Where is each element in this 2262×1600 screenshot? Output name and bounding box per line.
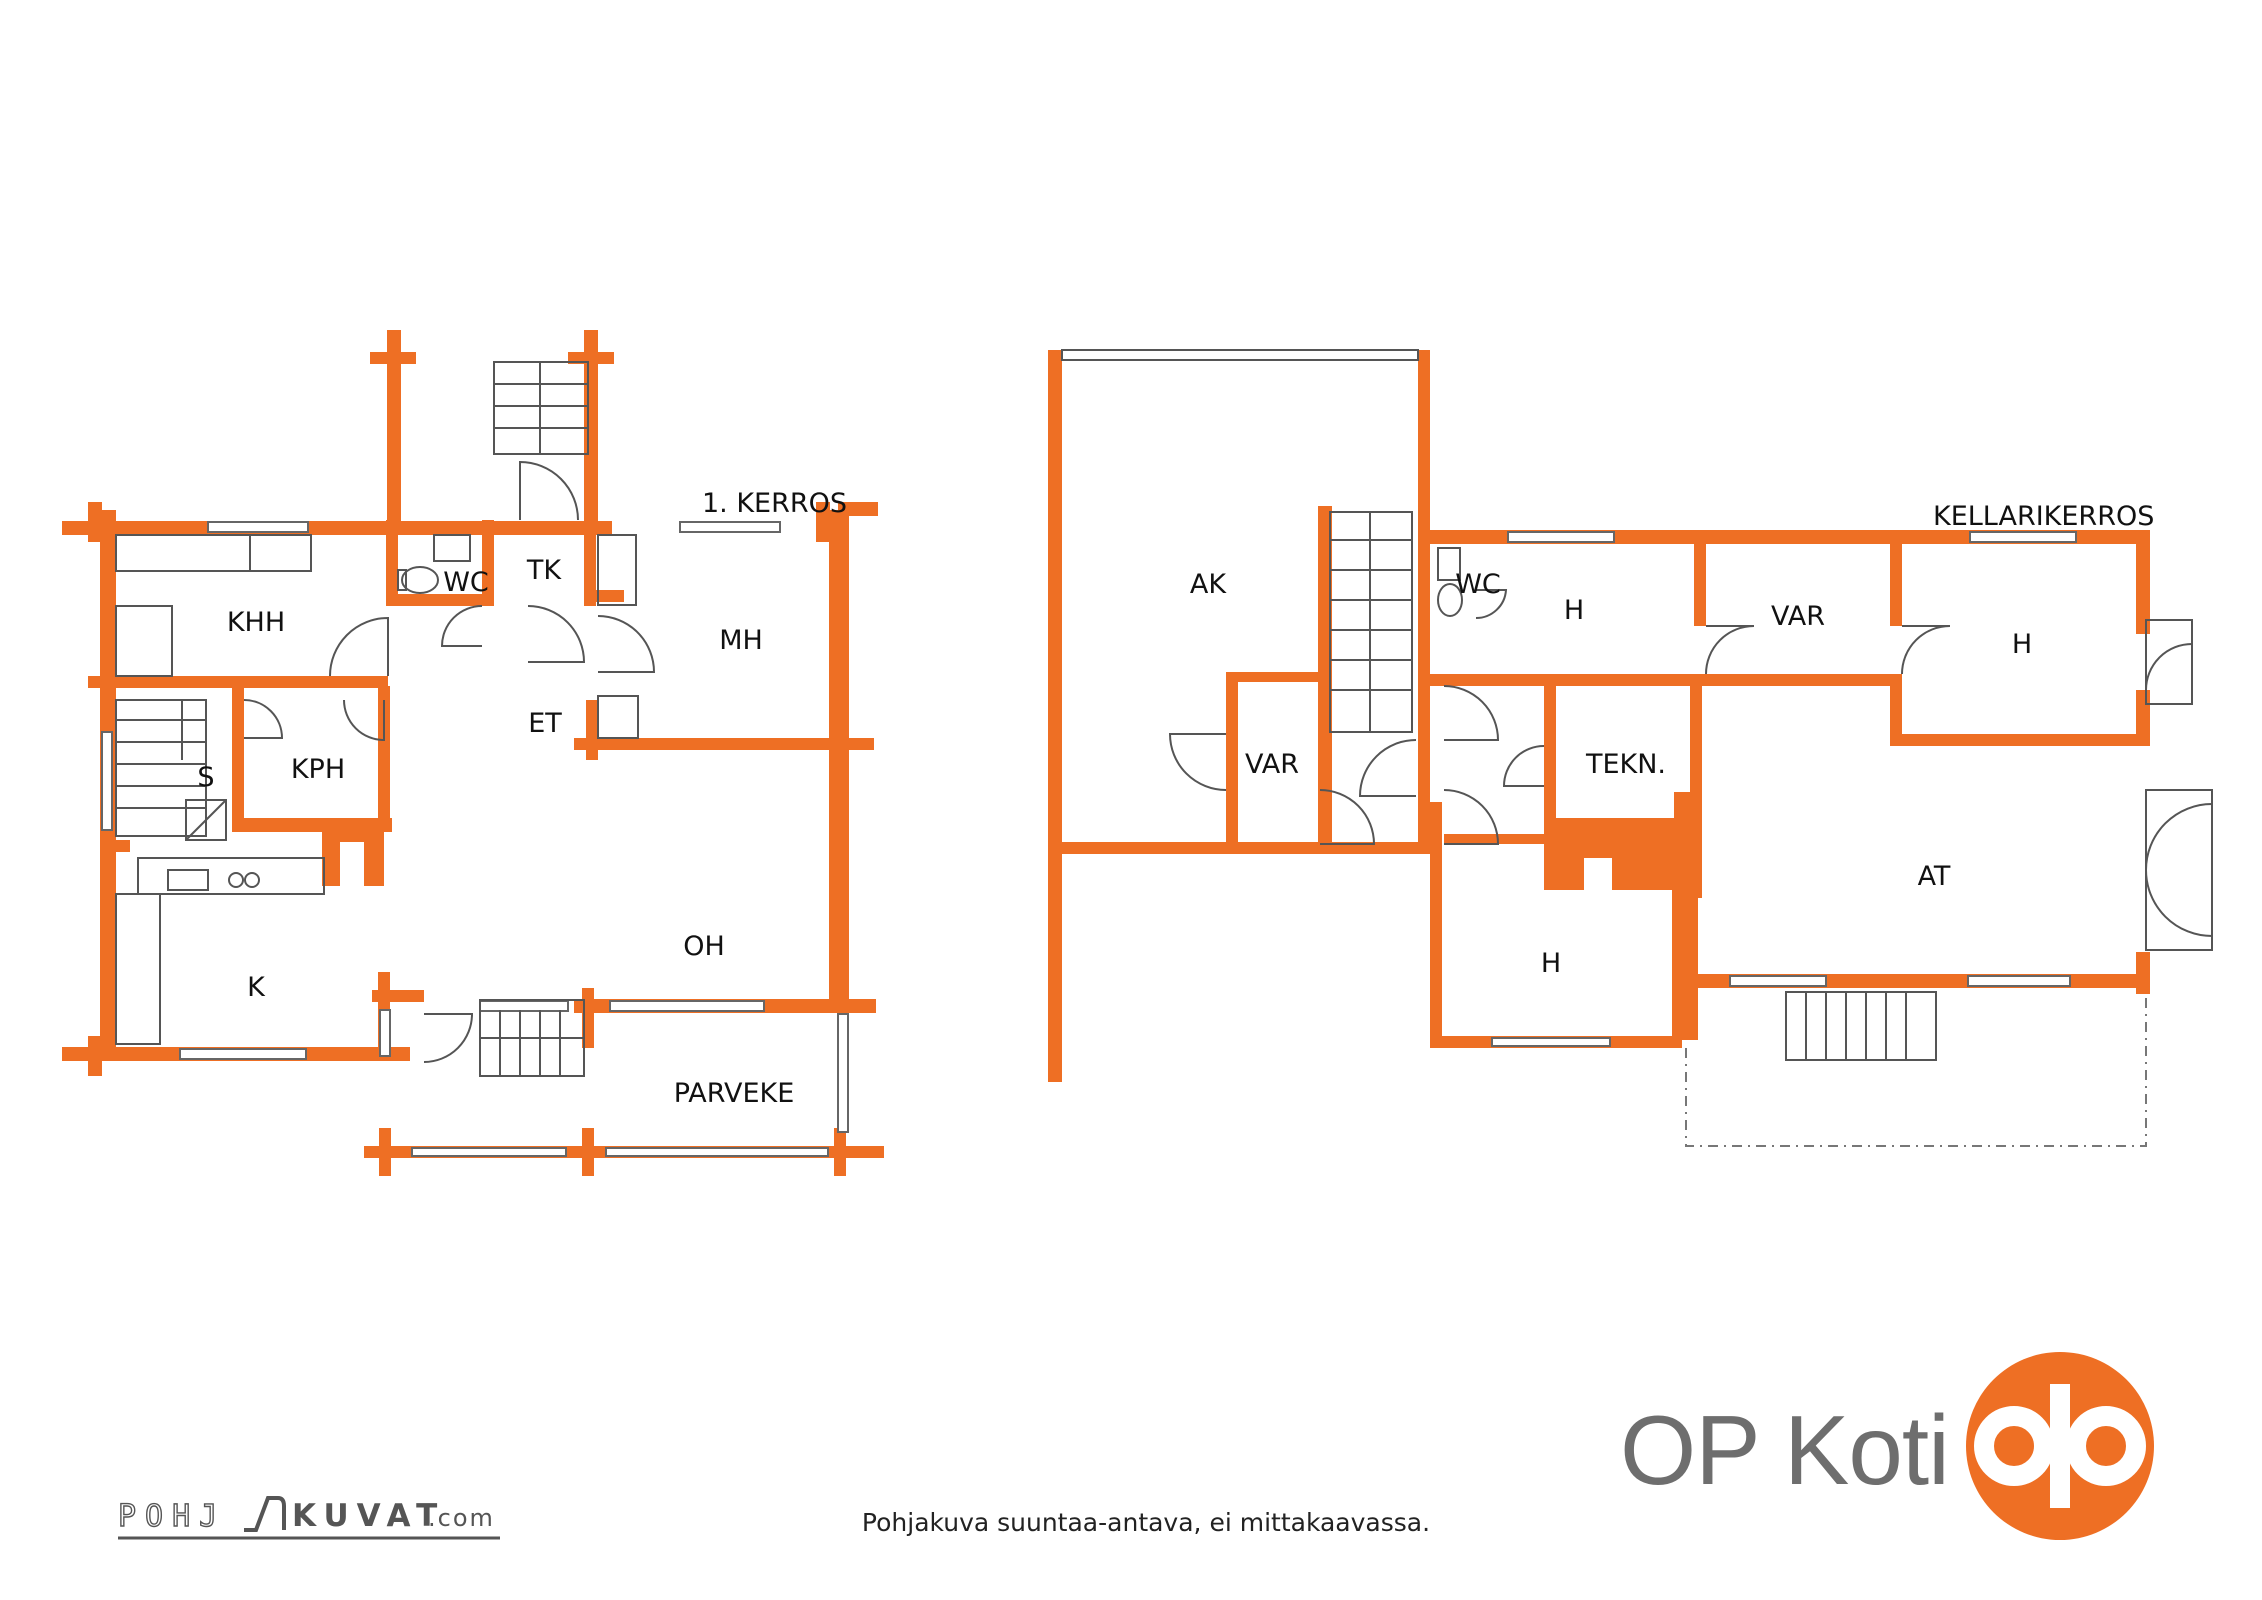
floor-title-1-kerros: 1. KERROS bbox=[702, 488, 847, 519]
room-label-s: S bbox=[197, 762, 214, 793]
room-label-h-3: H bbox=[1541, 948, 1561, 979]
floor-title-kellarikerros: KELLARIKERROS bbox=[1933, 501, 2154, 532]
room-label-khh: KHH bbox=[227, 607, 285, 638]
ground-floor-fixtures bbox=[115, 361, 639, 1077]
basement-windows bbox=[1061, 349, 2077, 1047]
credit-text-a: POHJ bbox=[118, 1499, 226, 1534]
room-label-et: ET bbox=[528, 708, 562, 739]
brand-logo: OP Koti bbox=[1620, 1352, 2154, 1540]
room-label-wc: WC bbox=[443, 567, 489, 598]
basement-walls bbox=[1048, 350, 2150, 1082]
credit-logo: POHJ KUVAT .com bbox=[117, 1496, 500, 1540]
room-label-kph: KPH bbox=[291, 754, 345, 785]
room-label-var-2: VAR bbox=[1245, 749, 1299, 780]
room-label-at: AT bbox=[1918, 861, 1951, 892]
disclaimer-note: Pohjakuva suuntaa-antava, ei mittakaavas… bbox=[862, 1508, 1430, 1537]
room-label-mh: MH bbox=[719, 625, 763, 656]
room-label-oh: OH bbox=[683, 931, 725, 962]
room-label-h-2: H bbox=[2012, 629, 2032, 660]
ground-floor-walls bbox=[62, 330, 884, 1176]
room-label-ak: AK bbox=[1190, 569, 1227, 600]
basement-doors bbox=[1168, 589, 2213, 937]
room-label-parveke: PARVEKE bbox=[674, 1078, 795, 1109]
credit-text-b: KUVAT bbox=[292, 1498, 445, 1534]
ground-floor-plan: 1. KERROS KHH WC TK MH ET S KPH K OH PAR… bbox=[62, 330, 884, 1176]
ground-floor-doors bbox=[243, 460, 656, 1063]
ground-floor-room-labels: 1. KERROS KHH WC TK MH ET S KPH K OH PAR… bbox=[197, 488, 847, 1109]
room-label-tekn: TEKN. bbox=[1585, 749, 1666, 780]
room-label-var-1: VAR bbox=[1771, 601, 1825, 632]
room-label-wc-basement: WC bbox=[1455, 569, 1501, 600]
room-label-tk: TK bbox=[526, 555, 562, 586]
ground-floor-windows bbox=[101, 521, 849, 1157]
room-label-h-1: H bbox=[1564, 595, 1584, 626]
basement-room-labels: KELLARIKERROS AK WC H VAR H VAR TEKN. AT… bbox=[1190, 501, 2154, 979]
room-label-k: K bbox=[247, 972, 266, 1003]
credit-text-c: .com bbox=[428, 1504, 495, 1532]
credit-logo-mark bbox=[244, 1496, 286, 1532]
basement-floor-plan: KELLARIKERROS AK WC H VAR H VAR TEKN. AT… bbox=[1048, 349, 2213, 1147]
brand-name: OP Koti bbox=[1620, 1395, 1949, 1505]
